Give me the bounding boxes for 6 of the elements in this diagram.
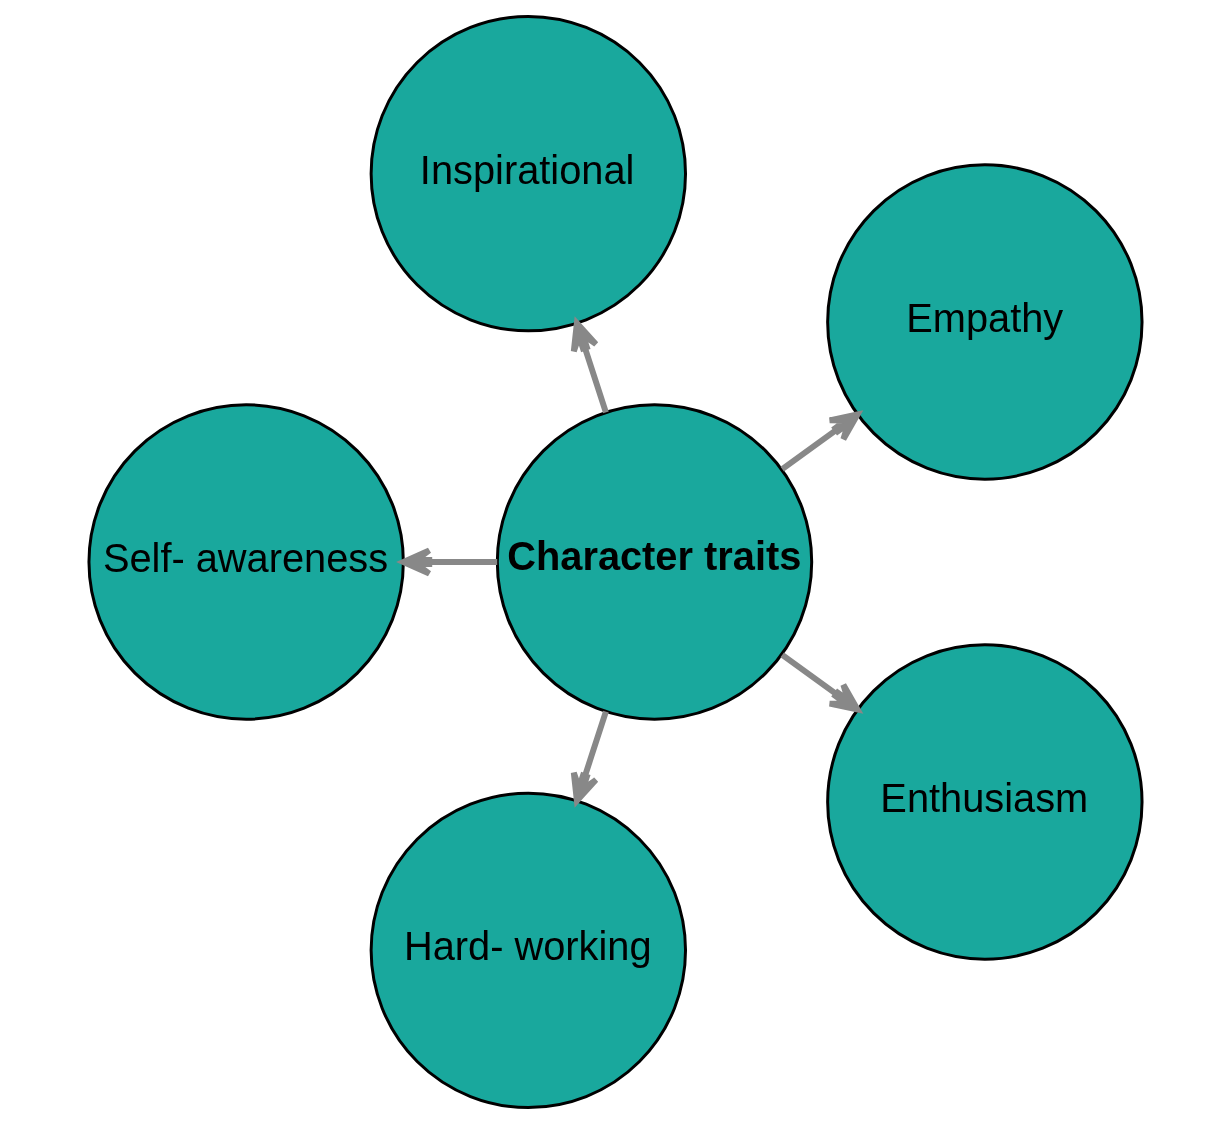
node-circle: Self- awareness <box>87 403 405 721</box>
node-circle: Hard- working <box>369 791 687 1110</box>
arrow <box>780 411 861 472</box>
node-circle: Character traits <box>495 403 814 721</box>
node-circle: Inspirational <box>369 14 687 333</box>
arrow <box>780 652 861 713</box>
